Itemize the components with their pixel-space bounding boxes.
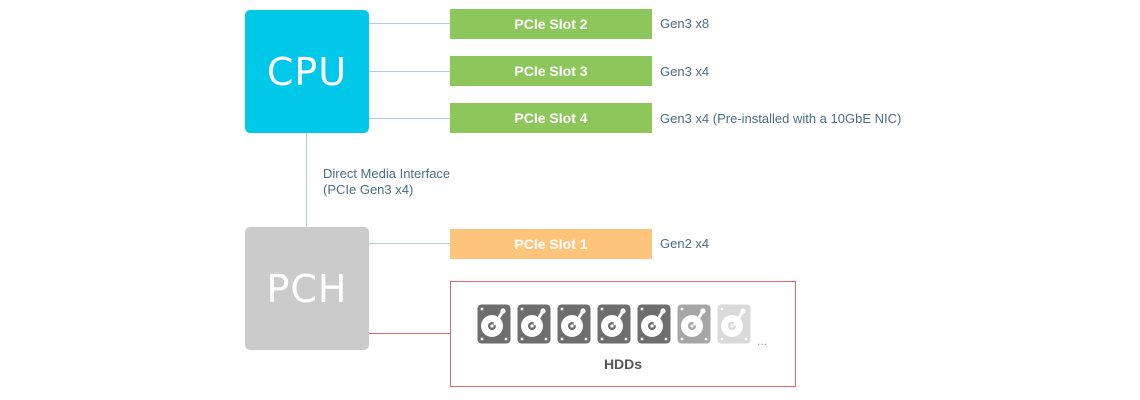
pcie-slot-1-label: PCIe Slot 1 [514,236,588,252]
pcie-slot-1-spec: Gen2 x4 [660,236,710,251]
cpu-slot4-connector [369,118,450,119]
dmi-label-line2: (PCIe Gen3 x4) [323,182,414,197]
hard-drive-icon [677,304,711,344]
pcie-slot-1: PCIe Slot 1 [450,229,652,259]
hard-drive-icon [717,304,751,344]
hdd-label: HDDs [603,356,643,372]
pcie-slot-3: PCIe Slot 3 [450,56,652,86]
pch-label: PCH [266,266,348,311]
pcie-slot-4: PCIe Slot 4 [450,103,652,133]
cpu-slot3-connector [369,71,450,72]
pch-slot1-connector [369,243,450,244]
pch-hdd-connector [369,333,450,334]
pcie-slot-4-label: PCIe Slot 4 [514,110,588,126]
hdd-ellipsis: ... [757,334,768,348]
cpu-block: CPU [245,10,369,133]
dmi-connector [306,133,307,227]
cpu-slot2-connector [369,23,450,24]
pcie-slot-3-spec: Gen3 x4 [660,64,710,79]
hard-drive-icon [557,304,591,344]
hard-drive-icon [517,304,551,344]
pch-block: PCH [245,227,369,350]
pcie-slot-3-label: PCIe Slot 3 [514,63,588,79]
pcie-slot-2: PCIe Slot 2 [450,9,652,39]
cpu-label: CPU [266,49,348,94]
hard-drive-icon [477,304,511,344]
dmi-label-line1: Direct Media Interface [323,166,451,181]
hdd-group: ... HDDs [450,281,796,387]
pcie-slot-2-label: PCIe Slot 2 [514,16,588,32]
pcie-slot-2-spec: Gen3 x8 [660,16,710,31]
dmi-label: Direct Media Interface (PCIe Gen3 x4) [323,166,450,198]
pcie-slot-4-spec: Gen3 x4 (Pre-installed with a 10GbE NIC) [660,111,902,126]
hard-drive-icon [597,304,631,344]
hard-drive-icon [637,304,671,344]
